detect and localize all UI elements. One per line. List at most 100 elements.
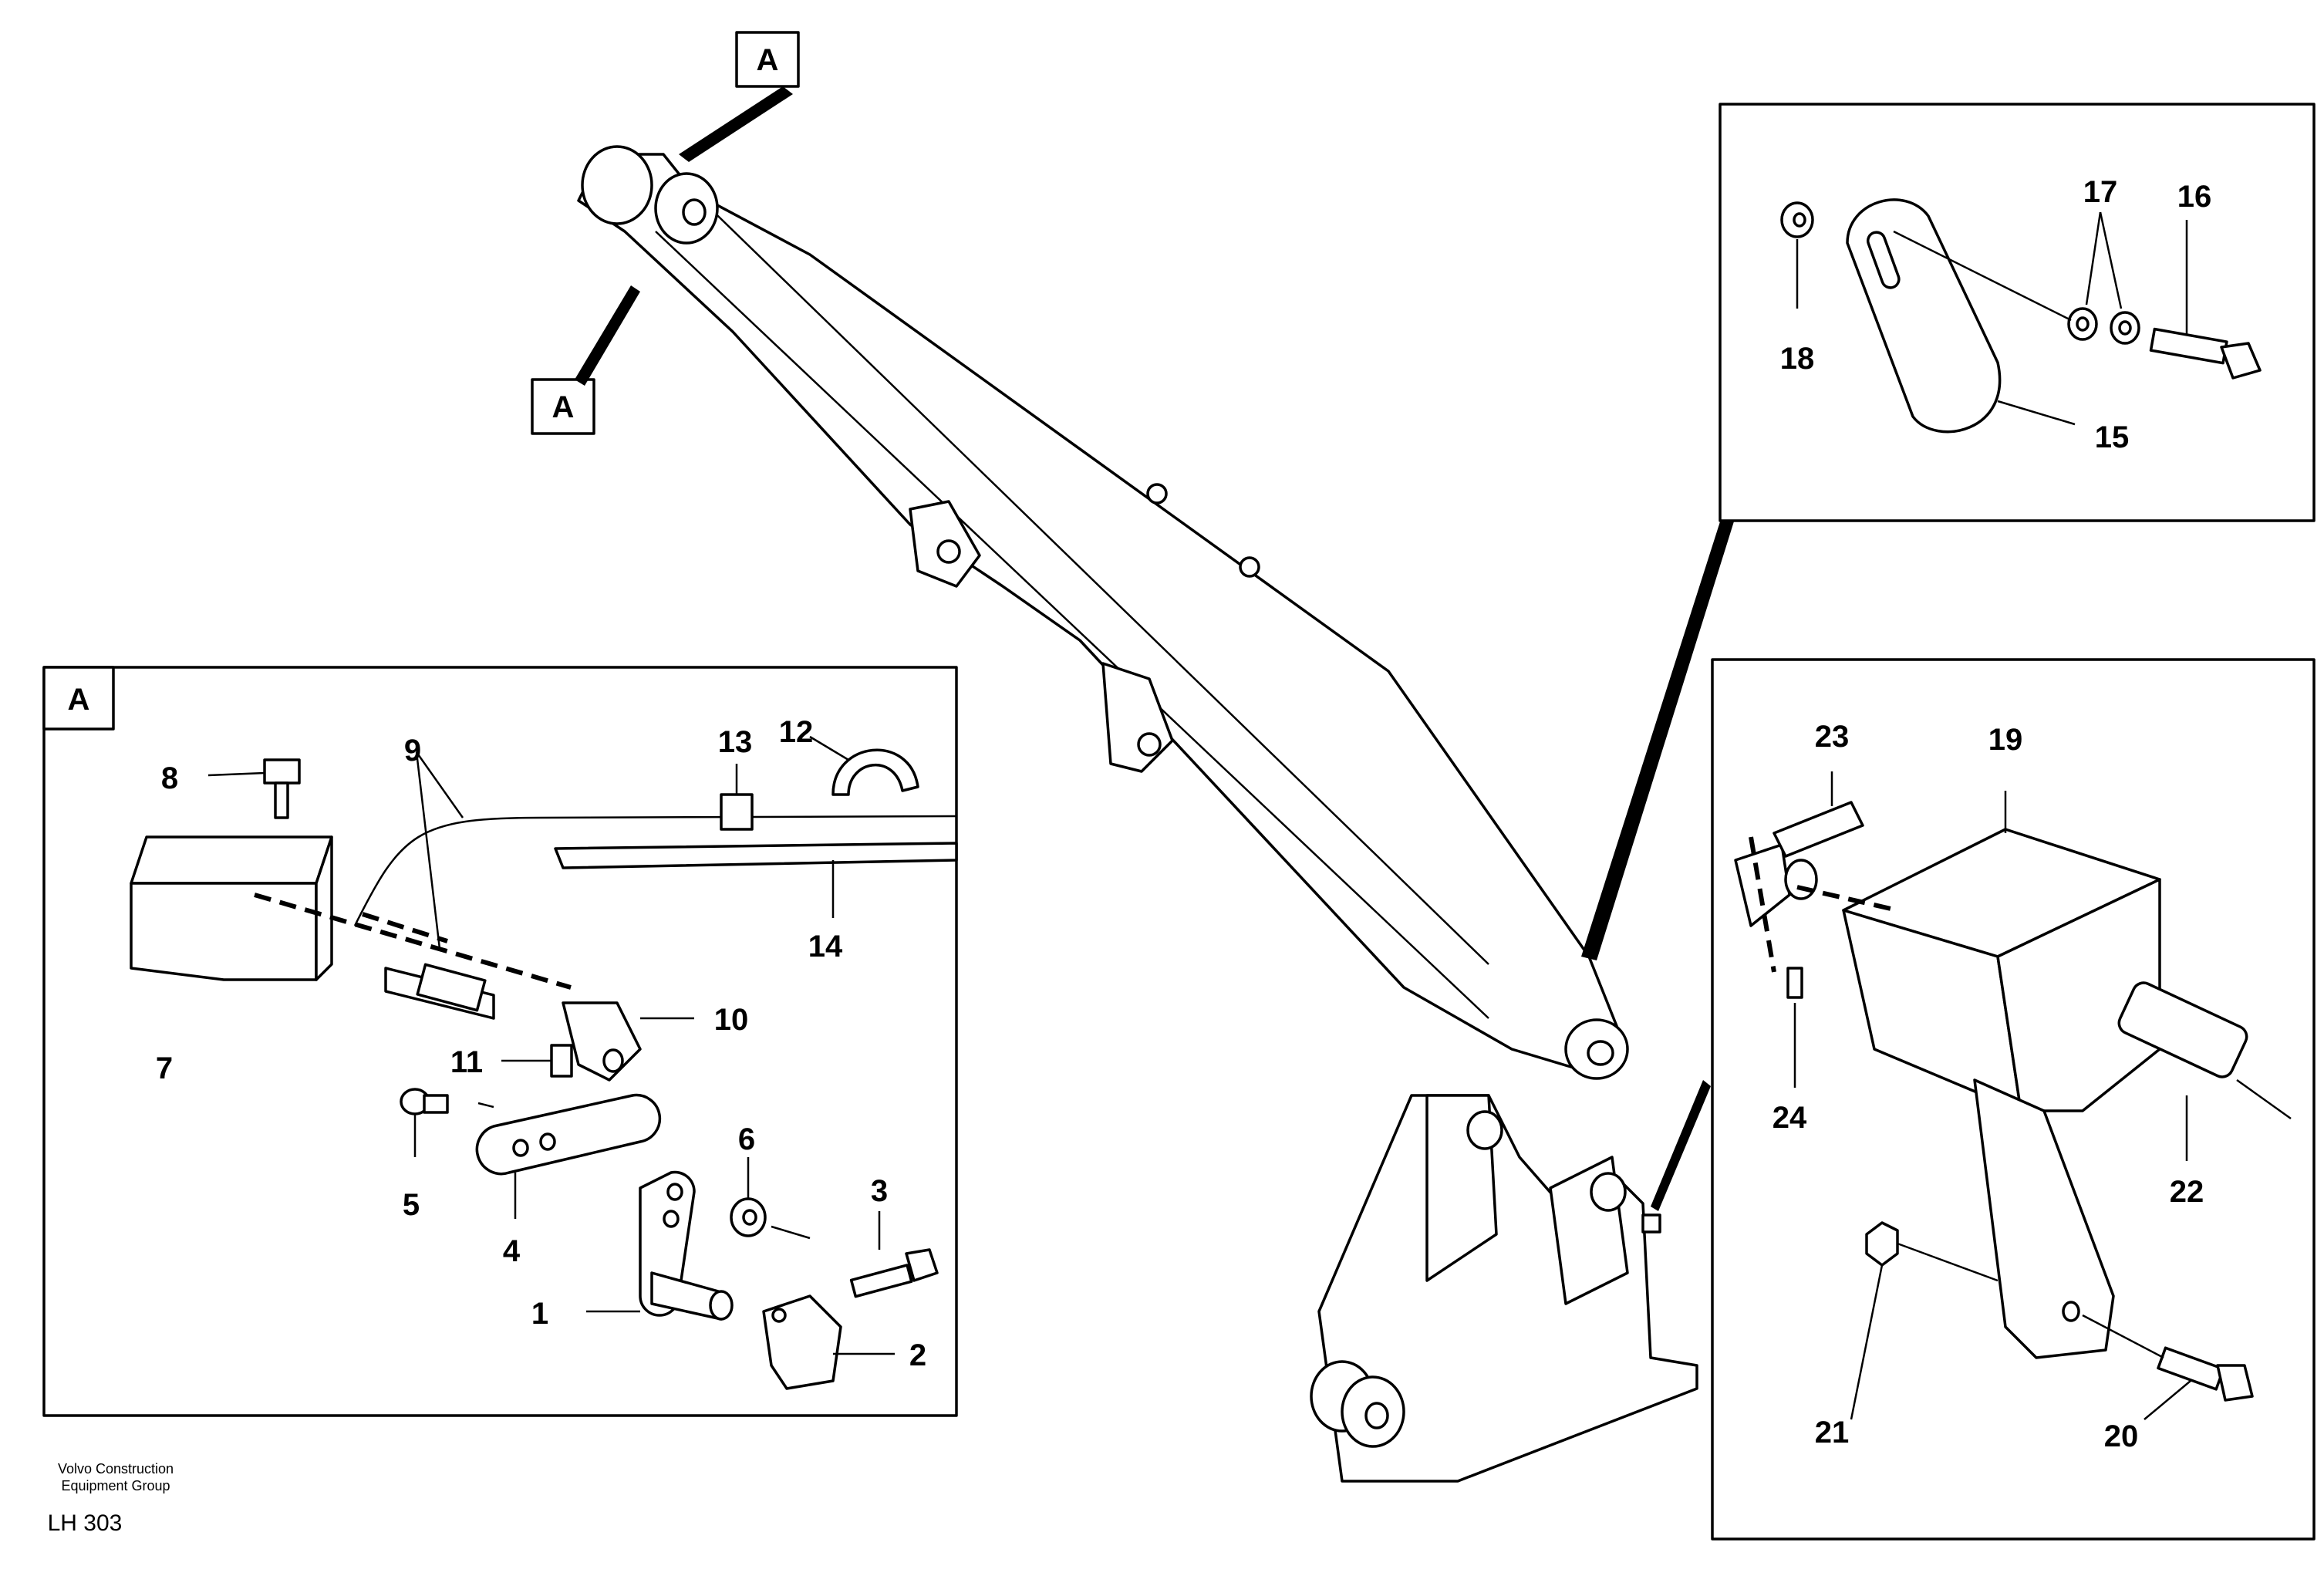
nut-hole <box>742 1209 757 1226</box>
assembly-dash <box>1796 885 1898 913</box>
assembly-dash <box>362 912 448 943</box>
callout-2: 2 <box>909 1338 926 1372</box>
washer-hole <box>2118 320 2132 336</box>
callout-labels: 1 2 3 4 5 6 7 8 9 10 11 12 13 14 15 16 1… <box>156 175 2211 1453</box>
callout-23: 23 <box>1815 720 1850 754</box>
plate-hole <box>512 1139 529 1157</box>
callout-11: 11 <box>450 1045 483 1079</box>
lever-hole <box>663 1210 680 1228</box>
bolt-shank <box>849 1264 913 1298</box>
cam-plate-slot <box>1866 231 1901 289</box>
switch-mount-on-frame <box>1641 1213 1661 1234</box>
callout-9: 9 <box>404 734 421 768</box>
callout-13: 13 <box>718 725 753 759</box>
nut <box>1865 1221 1899 1267</box>
lever-pin-end <box>709 1290 734 1321</box>
detail-a-inset: A <box>42 666 958 1417</box>
lower-right-inset <box>1711 658 2316 1541</box>
inset-corner-marker <box>42 666 115 731</box>
inset-frame <box>42 666 958 1417</box>
cover-bracket-front <box>130 882 318 981</box>
screw <box>550 1044 573 1078</box>
boom-lug-hole <box>936 539 961 564</box>
wire-harness <box>554 842 958 869</box>
clamp-block-hole <box>771 1308 787 1323</box>
bolt-head <box>2216 1364 2254 1402</box>
assembly-dash <box>1749 836 1776 973</box>
boom-pivot-hole <box>682 198 707 226</box>
switch-plunger <box>2236 1078 2292 1120</box>
footer-company-line1: Volvo Construction <box>57 1461 174 1477</box>
callout-10: 10 <box>714 1003 749 1037</box>
base-frame <box>1310 1094 1698 1483</box>
washer-hole <box>1793 212 1806 228</box>
plate-hole <box>539 1132 556 1151</box>
cable-clip-tab <box>1773 801 1864 858</box>
bracket-hole <box>2062 1301 2080 1322</box>
callout-17: 17 <box>2083 175 2118 209</box>
cable <box>353 815 957 926</box>
callout-24: 24 <box>1773 1101 1807 1135</box>
detail-marker-label: A <box>552 390 575 424</box>
bolt-shank <box>274 781 289 819</box>
cable-clip <box>831 748 919 796</box>
callout-16: 16 <box>2177 180 2212 214</box>
boom-assembly <box>577 145 1629 1080</box>
clip-hole <box>1784 859 1818 900</box>
detail-marker-top: A <box>679 31 800 162</box>
callout-7: 7 <box>156 1051 173 1085</box>
base-frame-eye <box>1590 1172 1627 1212</box>
bolt <box>263 758 301 785</box>
bracket-hole <box>602 1048 624 1073</box>
inset-frame <box>1719 103 2316 522</box>
boom-lug-hole <box>1137 732 1162 757</box>
bolt-head <box>905 1248 939 1282</box>
switch-bracket-side <box>1996 878 2161 1112</box>
callout-22: 22 <box>2170 1175 2204 1209</box>
boom-bolt <box>1239 556 1260 578</box>
bolt-head <box>2220 342 2262 380</box>
switch-body <box>2117 981 2248 1078</box>
upper-right-inset <box>1719 103 2316 522</box>
leader-arrow-lower-inset <box>1651 1080 1711 1211</box>
callout-20: 20 <box>2104 1419 2139 1453</box>
callout-1: 1 <box>531 1297 548 1331</box>
leader-arrow <box>575 285 640 386</box>
callout-12: 12 <box>779 715 814 749</box>
callout-5: 5 <box>403 1188 420 1222</box>
callout-14: 14 <box>808 930 843 964</box>
boom-bolt <box>1146 483 1168 505</box>
callout-6: 6 <box>738 1122 755 1156</box>
boom-edge-line <box>655 231 1489 1019</box>
boom-end-hole <box>1587 1040 1614 1066</box>
leader-arrow-upper-inset <box>1581 517 1734 960</box>
lever-hole <box>666 1183 683 1201</box>
footer-company-line2: Equipment Group <box>61 1478 170 1493</box>
bolt-shank <box>423 1094 449 1114</box>
leader-arrow <box>679 86 793 162</box>
callout-3: 3 <box>871 1174 888 1208</box>
callout-4: 4 <box>503 1234 521 1268</box>
clamp-block <box>720 793 754 831</box>
assembly-dash <box>254 893 572 990</box>
footer-drawing-code: LH 303 <box>47 1510 123 1536</box>
callout-8: 8 <box>161 761 178 795</box>
switch-bracket-leg <box>1973 1078 2115 1359</box>
footer-company: Volvo Construction Equipment Group <box>0 1460 231 1494</box>
callout-18: 18 <box>1780 342 1815 376</box>
boom-edge-line <box>693 192 1489 965</box>
detail-marker-label: A <box>757 43 779 77</box>
boom-top-bushing <box>581 145 653 225</box>
callout-15: 15 <box>2095 420 2130 454</box>
callout-19: 19 <box>1988 723 2023 757</box>
inset-corner-label: A <box>68 683 90 717</box>
base-frame-eye <box>1466 1110 1503 1150</box>
washer-hole <box>2076 316 2090 332</box>
cover-bracket-side <box>315 835 333 981</box>
base-frame-front-hole <box>1364 1402 1389 1429</box>
switch-thread <box>416 963 487 1012</box>
screw <box>1786 967 1803 999</box>
boom-arm <box>577 153 1621 1074</box>
callout-21: 21 <box>1815 1416 1850 1450</box>
